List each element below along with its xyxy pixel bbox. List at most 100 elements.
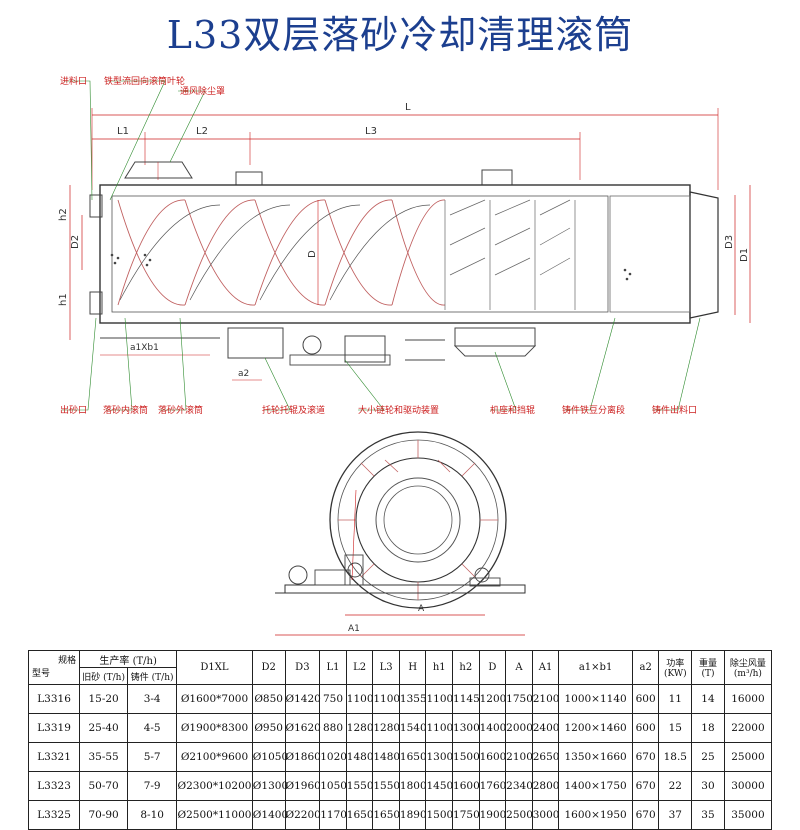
- table-cell: 18: [691, 713, 725, 743]
- table-cell: 70-90: [79, 800, 129, 830]
- table-cell: 880: [319, 713, 347, 743]
- table-cell: 15-20: [79, 684, 129, 714]
- dim-L2: L2: [196, 126, 208, 137]
- label-idler-device: 托轮托辊及滚道: [262, 406, 326, 416]
- table-cell: 1900: [478, 800, 506, 830]
- table-cell: 16000: [723, 684, 773, 714]
- table-cell: 1280: [345, 713, 374, 743]
- label-sand-drop-outer: 落砂外滚筒: [158, 406, 204, 416]
- table-cell: 1600×1950: [558, 800, 633, 830]
- table-cell: 1400×1750: [558, 771, 633, 801]
- table-cell: 1100: [372, 684, 400, 714]
- dim-a2: a2: [238, 369, 249, 379]
- table-cell: 1750: [452, 800, 480, 830]
- table-cell: 1550: [345, 771, 374, 801]
- dim-D: D: [307, 250, 318, 258]
- table-cell: 1800: [398, 771, 427, 801]
- table-cell: Ø1620: [284, 713, 321, 743]
- table-cell: 37: [658, 800, 693, 830]
- table-cell: 1500: [425, 800, 453, 830]
- table-cell: Ø2500*11000: [176, 800, 253, 830]
- capacity-header: 生产率 (T/h): [79, 650, 178, 668]
- label-dust-cover: 通风除尘罩: [180, 87, 226, 97]
- page-title: L33双层落砂冷却清理滚筒: [166, 13, 634, 57]
- table-cell: 1480: [345, 742, 374, 772]
- spec-corner-bottom: 型号: [32, 668, 51, 679]
- col-header: 功率 (KW): [658, 650, 693, 685]
- table-cell: 1500: [452, 742, 480, 772]
- table-cell: 1890: [398, 800, 427, 830]
- table-cell: 1100: [345, 684, 374, 714]
- table-cell: Ø950: [251, 713, 286, 743]
- casting-header: 铸件 (T/h): [127, 667, 178, 685]
- table-cell: 14: [691, 684, 725, 714]
- col-header: 除尘风量 (m³/h): [723, 650, 773, 685]
- table-cell: Ø2100*9600: [176, 742, 253, 772]
- model-cell: L3319: [27, 713, 81, 743]
- table-cell: 1650: [345, 800, 374, 830]
- table-cell: 2650: [531, 742, 559, 772]
- col-header: D3: [284, 650, 321, 685]
- table-cell: 1600: [452, 771, 480, 801]
- table-cell: 1020: [319, 742, 347, 772]
- model-cell: L3325: [27, 800, 81, 830]
- table-cell: 1300: [425, 742, 453, 772]
- table-cell: Ø1900*8300: [176, 713, 253, 743]
- table-cell: Ø2300*10200: [176, 771, 253, 801]
- table-cell: Ø850: [251, 684, 286, 714]
- table-cell: Ø2200: [284, 800, 321, 830]
- table-cell: 18.5: [658, 742, 693, 772]
- old-sand-header: 旧砂 (T/h): [79, 667, 129, 685]
- table-cell: 1650: [398, 742, 427, 772]
- table-cell: 750: [319, 684, 347, 714]
- table-cell: 2100: [531, 684, 559, 714]
- table-cell: 1355: [398, 684, 427, 714]
- table-cell: Ø1420: [284, 684, 321, 714]
- table-cell: 1170: [319, 800, 347, 830]
- dim-D3: D3: [724, 235, 735, 249]
- col-header: a2: [631, 650, 660, 685]
- table-cell: 1145: [452, 684, 480, 714]
- col-header: D: [478, 650, 507, 685]
- table-cell: 1400: [478, 713, 506, 743]
- dim-L1: L1: [117, 126, 129, 137]
- table-cell: 1750: [505, 684, 533, 714]
- table-cell: 4-5: [127, 713, 178, 743]
- table-cell: Ø1400: [251, 800, 288, 830]
- table-cell: 1550: [372, 771, 400, 801]
- table-cell: 1200: [478, 684, 506, 714]
- table-cell: 7-9: [127, 771, 178, 801]
- table-cell: 1600: [478, 742, 506, 772]
- col-header: A: [505, 650, 533, 685]
- dim-L: L: [405, 102, 411, 113]
- col-header: D2: [251, 650, 286, 685]
- col-header: a1×b1: [558, 650, 633, 685]
- table-cell: 25: [691, 742, 725, 772]
- table-cell: 1540: [398, 713, 427, 743]
- table-cell: 2340: [505, 771, 533, 801]
- table-cell: 5-7: [127, 742, 178, 772]
- table-cell: 670: [631, 771, 660, 801]
- table-cell: 2000: [505, 713, 533, 743]
- table-cell: 22: [658, 771, 693, 801]
- table-cell: 1000×1140: [558, 684, 633, 714]
- spec-table: 规格 型号 生产率 (T/h) D1XL D2 D3 L1 L2 L3 H h1…: [27, 650, 773, 830]
- table-cell: Ø1300: [251, 771, 288, 801]
- table-cell: 1300: [452, 713, 480, 743]
- table-cell: 1760: [478, 771, 506, 801]
- table-cell: 1480: [372, 742, 400, 772]
- table-cell: Ø1600*7000: [176, 684, 253, 714]
- table-cell: 1200×1460: [558, 713, 633, 743]
- end-view-drawing: A A1: [275, 431, 526, 636]
- dim-h1: h1: [58, 293, 69, 306]
- col-header: H: [398, 650, 427, 685]
- model-cell: L3316: [27, 684, 81, 714]
- table-cell: 30000: [723, 771, 773, 801]
- col-header: D1XL: [176, 650, 253, 685]
- table-cell: 35000: [723, 800, 773, 830]
